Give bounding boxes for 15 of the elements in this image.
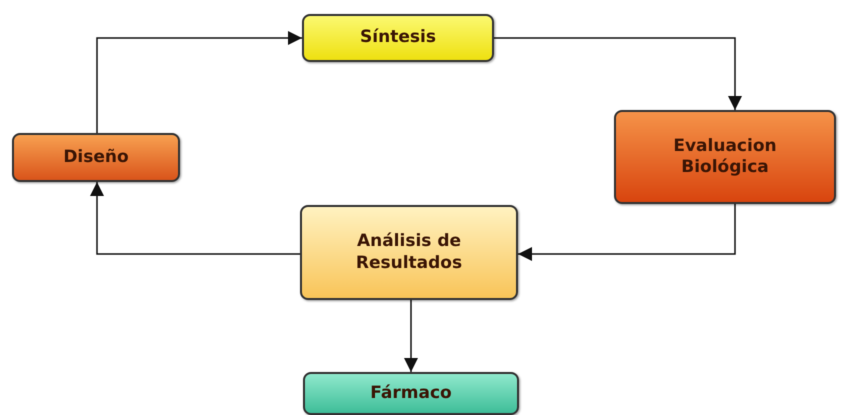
result-box	[303, 372, 519, 415]
node-label: Síntesis	[360, 27, 436, 49]
node-label: Fármaco	[370, 382, 452, 404]
arrow	[494, 37, 742, 110]
node-label: Evaluacion Biológica	[672, 136, 778, 178]
process-box	[302, 14, 494, 62]
arrow	[404, 300, 418, 372]
process-box	[614, 110, 836, 204]
arrow	[90, 182, 300, 255]
process-box	[12, 133, 180, 182]
process-box	[300, 205, 518, 300]
node-label: Análisis de Resultados	[354, 231, 464, 274]
arrow	[96, 31, 302, 133]
arrow	[518, 204, 736, 261]
node-label: Diseño	[63, 146, 129, 168]
